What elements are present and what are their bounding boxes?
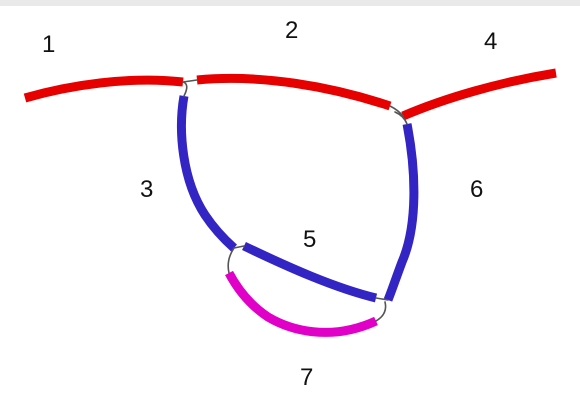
label-segment-2: 2 xyxy=(285,17,298,44)
segment-3 xyxy=(177,95,237,252)
label-segment-1: 1 xyxy=(42,31,55,58)
top-band xyxy=(0,0,580,6)
joint-5-6-7 xyxy=(375,297,389,322)
joint-2-4-6 xyxy=(389,105,408,125)
joint-1-2-3 xyxy=(182,79,198,97)
segment-1 xyxy=(23,75,184,103)
label-segment-7: 7 xyxy=(300,364,313,391)
label-segment-5: 5 xyxy=(303,226,316,253)
segment-2 xyxy=(196,73,392,111)
segment-7 xyxy=(225,270,378,337)
segment-6 xyxy=(383,123,419,302)
label-segment-4: 4 xyxy=(484,28,497,55)
segment-4 xyxy=(401,68,557,121)
joint-3-5-7 xyxy=(227,245,245,274)
label-segment-6: 6 xyxy=(470,176,483,203)
segment-5 xyxy=(242,241,378,303)
label-segment-3: 3 xyxy=(140,176,153,203)
